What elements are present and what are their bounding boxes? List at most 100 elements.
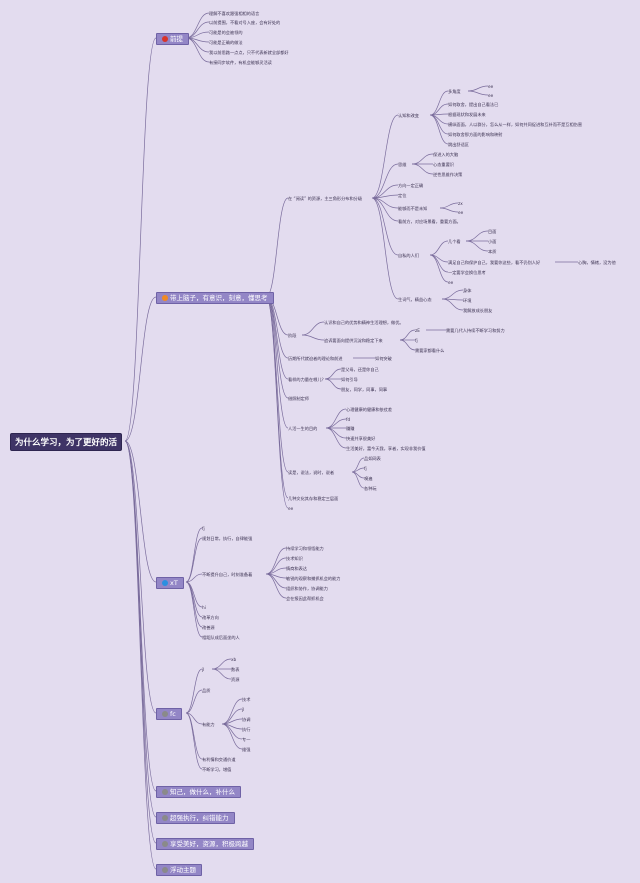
topic-stage[interactable]: 阶段 <box>288 333 297 338</box>
leaf[interactable]: 如何取舍那方面的影响和映射 <box>448 132 503 137</box>
topic-history[interactable]: 历期所代就迫者的理论和前进 <box>288 356 343 361</box>
topic-several[interactable]: 几个看 <box>448 239 461 244</box>
leaf[interactable]: 满足自己和保护自己，我要你这些，看不仍别人好 <box>448 260 541 265</box>
leaf[interactable]: ee <box>488 93 494 98</box>
leaf[interactable]: 持续学习和领悟能力 <box>286 546 324 551</box>
main-topic-enjoy[interactable]: 享受美好，资源，积极跨越 <box>156 838 254 850</box>
leaf[interactable]: jl <box>242 707 245 712</box>
leaf[interactable]: 相距队成后面坐的人 <box>202 635 240 640</box>
main-topic-xt[interactable]: xT <box>156 577 184 589</box>
leaf[interactable]: 看前方，对应场景看，重要方面。 <box>398 219 461 224</box>
leaf[interactable]: 横纵面面，人以群分，怎么从一样，如何共同促进和互补而不是互相伤害 <box>448 122 583 127</box>
leaf[interactable]: 目面 <box>488 229 497 234</box>
leaf[interactable]: ee <box>448 280 454 285</box>
leaf[interactable]: 各种玩 <box>364 486 377 491</box>
leaf[interactable]: fj <box>202 526 205 531</box>
leaf[interactable]: 保进入的大脑 <box>433 152 459 157</box>
leaf[interactable]: 朋友，同学，同事，同事 <box>341 387 388 392</box>
leaf[interactable]: 协调 <box>242 717 251 722</box>
leaf[interactable]: 跳出舒适区 <box>448 142 469 147</box>
topic-reading[interactable]: 在 “阅读” 的资源，主三角形分布和分级 <box>288 196 363 201</box>
leaf[interactable]: 环境 <box>463 298 472 303</box>
leaf[interactable]: 认识和自己的优势和精神生活理想，做优。 <box>324 320 404 325</box>
leaf[interactable]: 如何引导 <box>341 377 358 382</box>
leaf[interactable]: 数表 <box>231 667 240 672</box>
topic-culture[interactable]: 几种文化其存和稳定三层面 <box>288 496 339 501</box>
leaf[interactable]: 我解放成长朋友 <box>463 308 493 313</box>
leaf[interactable]: 有利情和交通价道 <box>202 757 236 762</box>
leaf[interactable]: 资源 <box>231 677 240 682</box>
leaf[interactable]: 心理健康的健康和依仗差 <box>346 407 393 412</box>
leaf[interactable]: 是父母，还是你自己 <box>341 367 379 372</box>
leaf[interactable]: 心胸，情绪，没为他 <box>578 260 616 265</box>
topic-settle[interactable]: 追诉要面向提供沉淀和稳定下来 <box>324 338 383 343</box>
premise-item[interactable]: 我以前思路一点点，只不代表新就全部都好 <box>209 50 289 55</box>
topic-power[interactable]: 看样的力量在哪儿？ <box>288 377 326 382</box>
leaf[interactable]: ee <box>288 506 294 511</box>
leaf[interactable]: 根据现状和发展未来 <box>448 112 486 117</box>
leaf[interactable]: 心态重要识 <box>433 162 454 167</box>
leaf[interactable]: 嗅遍 <box>364 476 373 481</box>
leaf[interactable]: 会在报因此帮抓机会 <box>286 596 324 601</box>
leaf[interactable]: 规划日常，执行，自律能强 <box>202 536 253 541</box>
leaf[interactable]: 定位 <box>398 193 407 198</box>
topic-thinking[interactable]: 思维 <box>398 162 407 167</box>
leaf[interactable]: 快速共享很美好 <box>346 436 376 441</box>
leaf[interactable]: 方向一定正确 <box>398 183 424 188</box>
leaf[interactable]: hi <box>202 605 206 610</box>
leaf[interactable]: xb <box>231 657 237 662</box>
topic-cognitive[interactable]: 认知和改变 <box>398 113 419 118</box>
main-topic-know-self[interactable]: 知己，做什么，补什么 <box>156 786 241 798</box>
leaf[interactable]: 情商和表达 <box>286 566 307 571</box>
leaf[interactable]: 身体 <box>463 288 472 293</box>
topic-selfish[interactable]: 自私的人们 <box>398 253 419 258</box>
leaf[interactable]: zE <box>415 328 420 333</box>
leaf[interactable]: ee <box>458 210 464 215</box>
premise-item[interactable]: 以前提围，不看对号入座，会有好处的 <box>209 20 281 25</box>
main-topic-floating[interactable]: 浮动主题 <box>156 864 202 876</box>
leaf[interactable]: 如何取舍，提出自己看法已 <box>448 102 499 107</box>
leaf[interactable]: ee <box>488 84 494 89</box>
leaf[interactable]: 小面 <box>488 239 497 244</box>
main-topic-think[interactable]: 带上脑子，有意识，刻意，懂思考 <box>156 292 274 304</box>
leaf[interactable]: 如何突破 <box>375 356 392 361</box>
topic-vitality[interactable]: 生词气，精益心态 <box>398 297 432 302</box>
topic-prepare[interactable]: 不断提升自己，时刻准备着 <box>202 572 253 577</box>
leaf[interactable]: 需要家都看什么 <box>415 348 445 353</box>
leaf[interactable]: 品质 <box>202 688 211 693</box>
topic-reading-talking[interactable]: 读是，说法，说时，说者 <box>288 470 335 475</box>
leaf[interactable]: 一定要学会换位思考 <box>448 270 486 275</box>
topic-life-goal[interactable]: 人活一生的目的 <box>288 426 318 431</box>
leaf[interactable]: 敏锐的观察和捕抓机会的能力 <box>286 576 341 581</box>
leaf[interactable]: 改革方向 <box>202 615 219 620</box>
main-topic-execution[interactable]: 超强执行，纠错能力 <box>156 812 235 824</box>
topic-planner[interactable]: 借照制定师 <box>288 396 309 401</box>
leaf[interactable]: 组织和协作，协调能力 <box>286 586 328 591</box>
premise-item[interactable]: 可能是正确的做法 <box>209 40 243 45</box>
root-topic[interactable]: 为什么学习，为了更好的活 <box>10 433 123 451</box>
leaf[interactable]: 执行 <box>242 727 251 732</box>
leaf[interactable]: 不断学习，增值 <box>202 767 232 772</box>
topic-jl[interactable]: jl <box>202 667 205 672</box>
leaf[interactable]: 维强 <box>242 747 251 752</box>
premise-item[interactable]: 有接同步软件，有机会能够灵活读 <box>209 60 272 65</box>
leaf[interactable]: 品如网表 <box>364 456 381 461</box>
topic-capable[interactable]: 有能力 <box>202 722 215 727</box>
leaf[interactable]: 技术知识 <box>286 556 303 561</box>
premise-item[interactable]: 可能是的会被领的 <box>209 30 243 35</box>
main-topic-fc[interactable]: fc <box>156 708 182 720</box>
leaf[interactable]: 本质 <box>488 249 497 254</box>
leaf[interactable]: 赚赚 <box>346 426 355 431</box>
leaf[interactable]: 需要几代人持续不断学习和努力 <box>446 328 505 333</box>
leaf[interactable]: 改善源 <box>202 625 215 630</box>
main-topic-premise[interactable]: 前提 <box>156 33 189 45</box>
leaf[interactable]: zx <box>458 201 463 206</box>
leaf[interactable]: 多角度 <box>448 89 461 94</box>
leaf[interactable]: fj <box>415 338 418 343</box>
leaf[interactable]: 专一 <box>242 737 251 742</box>
leaf[interactable]: 逆性思维作决策 <box>433 172 463 177</box>
leaf[interactable]: fj <box>364 466 367 471</box>
leaf[interactable]: fd <box>346 417 351 422</box>
leaf[interactable]: 技术 <box>242 697 251 702</box>
premise-item[interactable]: 理解不喜欢跟强相相的语言 <box>209 11 260 16</box>
